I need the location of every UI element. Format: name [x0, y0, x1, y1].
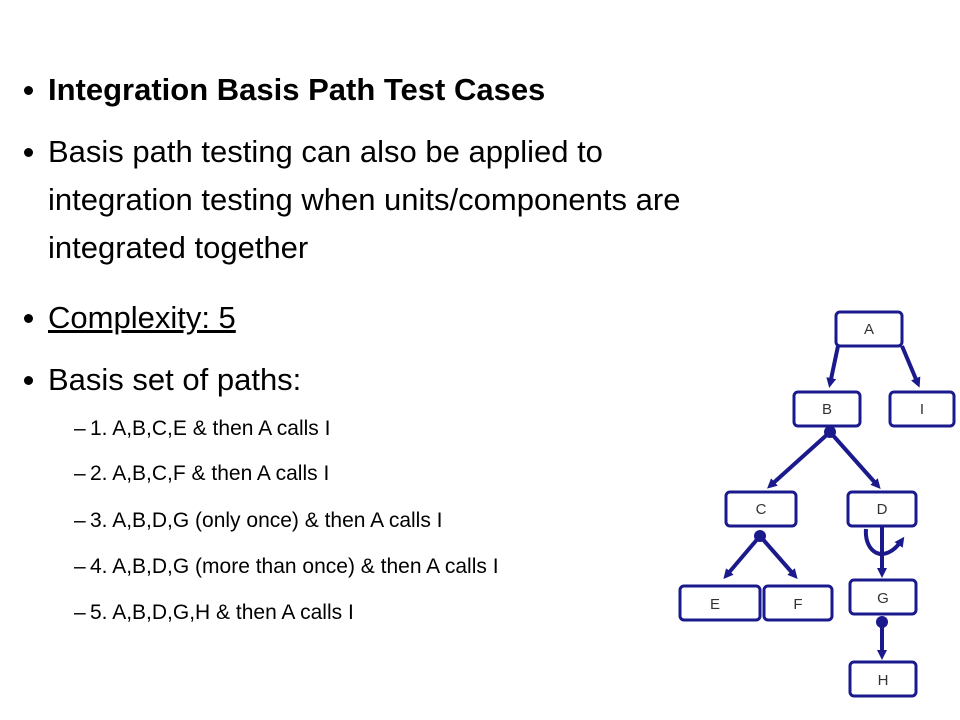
edge-b-c [767, 430, 832, 489]
node-h: H [848, 660, 918, 698]
path-text: 5. A,B,D,G,H & then A calls I [90, 601, 354, 624]
node-label: E [710, 596, 720, 613]
path-dash: – [74, 509, 86, 532]
node-f: F [762, 584, 834, 622]
node-label: A [864, 321, 874, 338]
bullet-dot [24, 86, 33, 95]
edge-c-f [758, 534, 798, 580]
edge-c-e [723, 534, 762, 580]
node-label: C [756, 501, 767, 518]
path-text: 2. A,B,C,F & then A calls I [90, 462, 330, 485]
bullet-text: Basis set of paths: [48, 362, 302, 397]
edge-g-loop [863, 528, 905, 556]
node-i: I [888, 390, 956, 428]
decision-point-c [754, 530, 766, 542]
node-label: I [920, 401, 924, 418]
path-text: 4. A,B,D,G (more than once) & then A cal… [90, 555, 499, 578]
node-g: G [848, 578, 918, 616]
node-label: G [877, 590, 889, 607]
edge-b-d [828, 430, 881, 489]
node-label: F [793, 596, 802, 613]
node-c: C [724, 490, 798, 528]
node-d: D [846, 490, 918, 528]
bullet-dot [24, 148, 33, 157]
path-text: 3. A,B,D,G (only once) & then A calls I [90, 509, 443, 532]
path-dash: – [74, 462, 86, 485]
path-dash: – [74, 417, 86, 440]
bullet-dot [24, 314, 33, 323]
path-text: 1. A,B,C,E & then A calls I [90, 417, 331, 440]
bullet-text-line2: integration testing when units/component… [48, 182, 681, 217]
bullet-text-line3: integrated together [48, 230, 309, 265]
bullet-text-line1: Basis path testing can also be applied t… [48, 134, 603, 169]
node-e: E [678, 584, 762, 622]
decision-point-g [876, 616, 888, 628]
node-label: B [822, 401, 832, 418]
edge-a-b [826, 345, 840, 388]
bullet-text: Complexity: 5 [48, 300, 236, 335]
node-a: A [834, 310, 904, 348]
node-label: D [877, 501, 888, 518]
decision-point-b [824, 426, 836, 438]
bullet-dot [24, 376, 33, 385]
bullet-text: Integration Basis Path Test Cases [48, 72, 546, 107]
edge-a-i [900, 345, 921, 388]
path-dash: – [74, 601, 86, 624]
node-b: B [792, 390, 862, 428]
node-label: H [878, 672, 889, 689]
path-dash: – [74, 555, 86, 578]
